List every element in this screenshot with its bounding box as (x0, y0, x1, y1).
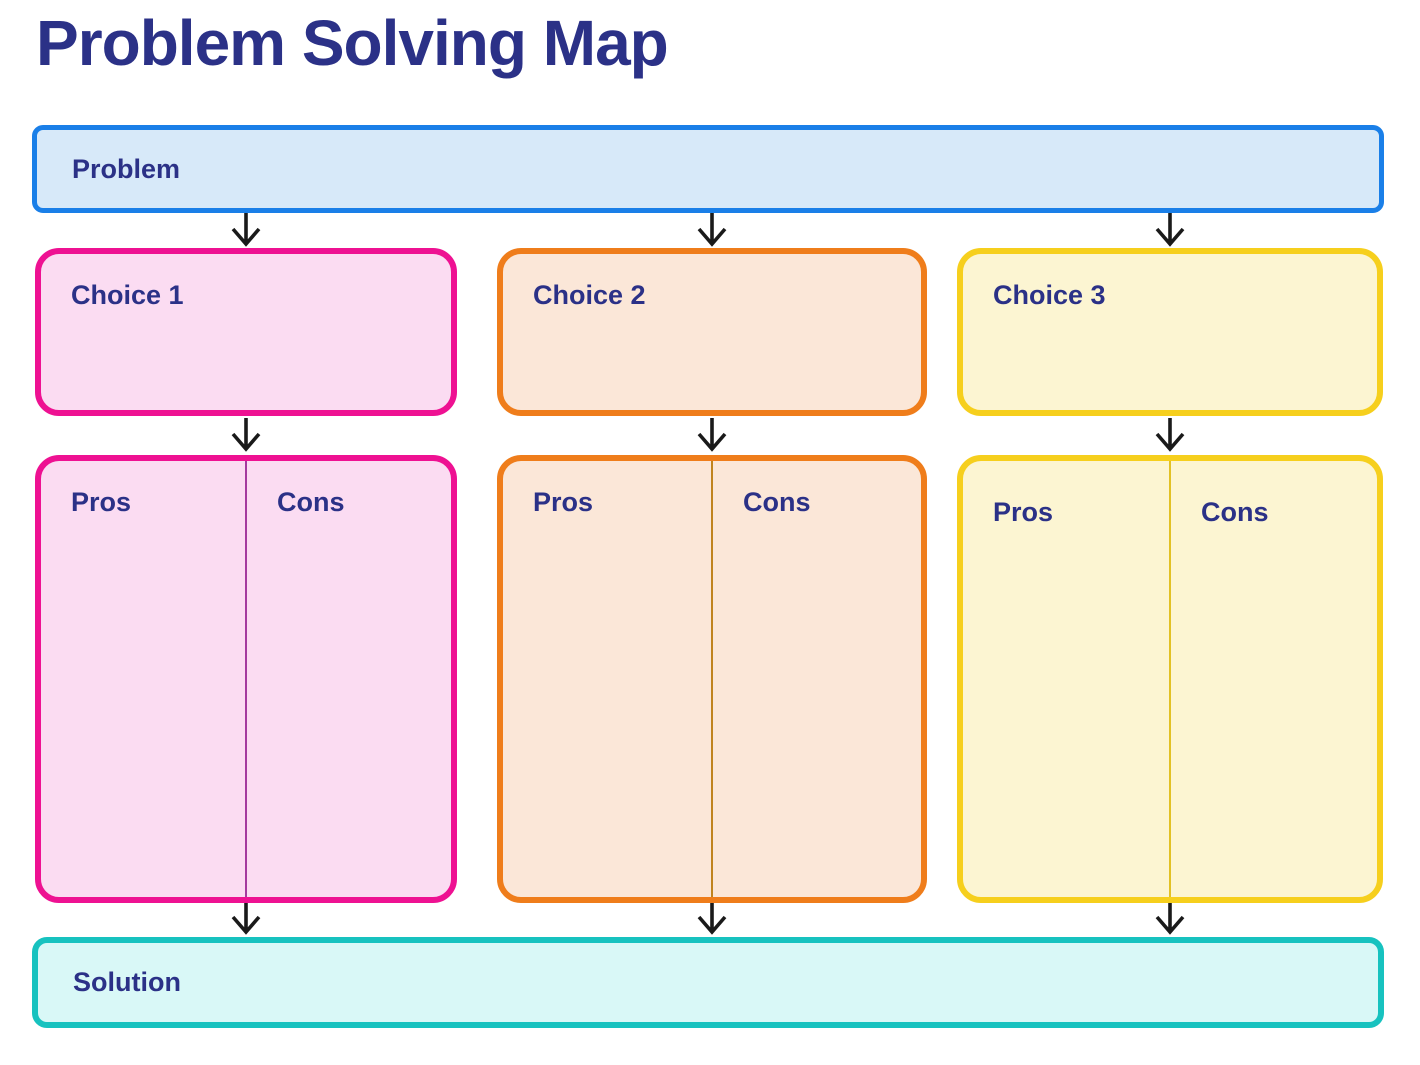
choice-1-box: Choice 1 (35, 248, 457, 416)
proscons-3-box: Pros Cons (957, 455, 1383, 903)
down-arrow-icon (1150, 903, 1190, 937)
choice-2-label: Choice 2 (533, 280, 646, 310)
pros-1-label: Pros (71, 487, 132, 517)
choice-2-box: Choice 2 (497, 248, 927, 416)
down-arrow-icon (1150, 418, 1190, 454)
page-title: Problem Solving Map (36, 7, 669, 79)
choice-3-label: Choice 3 (993, 280, 1106, 310)
pros-2-label: Pros (533, 487, 594, 517)
down-arrow-icon (692, 418, 732, 454)
problem-box: Problem (32, 125, 1384, 213)
down-arrow-icon (226, 903, 266, 937)
down-arrow-icon (226, 418, 266, 454)
cons-2-column: Cons (713, 461, 921, 897)
down-arrow-icon (226, 213, 266, 249)
pros-2-column: Pros (503, 461, 711, 897)
pros-3-column: Pros (963, 461, 1169, 897)
pros-3-label: Pros (993, 497, 1054, 527)
choice-3-box: Choice 3 (957, 248, 1383, 416)
down-arrow-icon (692, 903, 732, 937)
proscons-2-divider (711, 461, 713, 897)
choice-1-label: Choice 1 (71, 280, 184, 310)
solution-box: Solution (32, 937, 1384, 1028)
proscons-1-divider (245, 461, 247, 897)
down-arrow-icon (1150, 213, 1190, 249)
problem-label: Problem (72, 153, 181, 184)
proscons-2-box: Pros Cons (497, 455, 927, 903)
cons-1-column: Cons (247, 461, 451, 897)
solution-label: Solution (73, 967, 181, 997)
cons-1-label: Cons (277, 487, 345, 517)
cons-3-column: Cons (1171, 461, 1377, 897)
cons-3-label: Cons (1201, 497, 1269, 527)
cons-2-label: Cons (743, 487, 811, 517)
proscons-3-divider (1169, 461, 1171, 897)
proscons-1-box: Pros Cons (35, 455, 457, 903)
down-arrow-icon (692, 213, 732, 249)
pros-1-column: Pros (41, 461, 245, 897)
